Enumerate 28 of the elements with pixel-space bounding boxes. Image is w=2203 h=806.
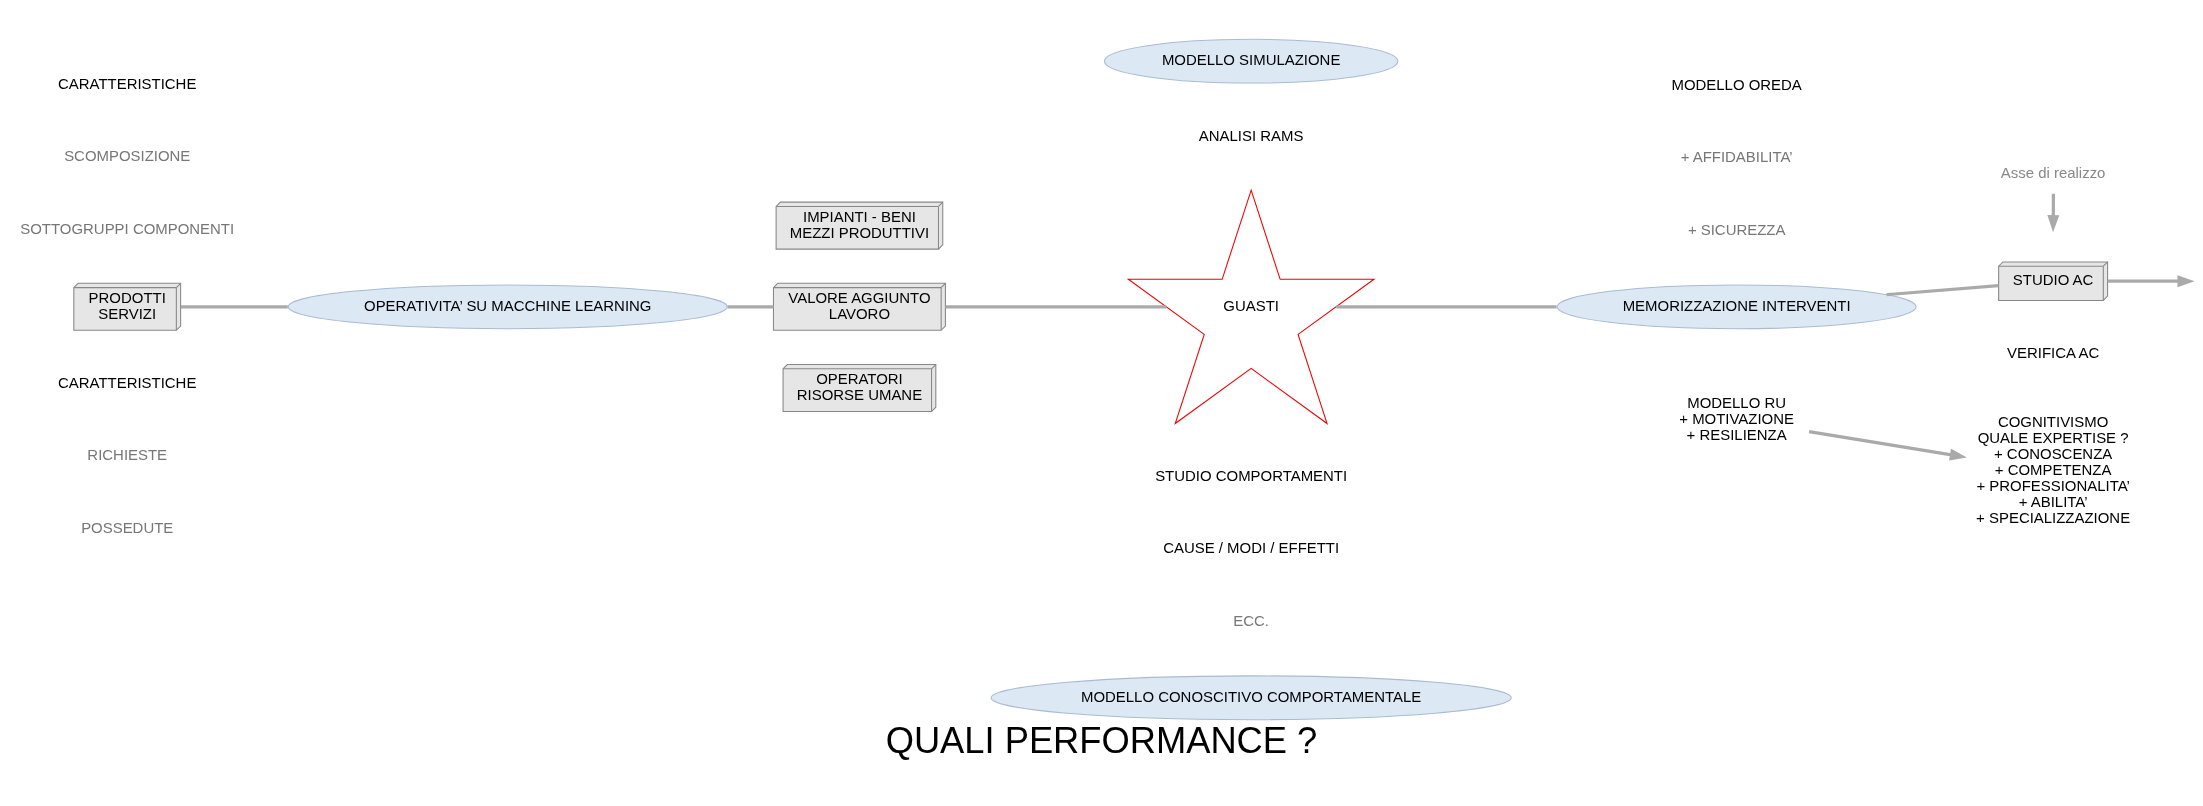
- connector: [727, 304, 774, 308]
- label: CARATTERISTICHE: [58, 74, 197, 92]
- node-text: MODELLO RU + MOTIVAZIONE + RESILIENZA: [1679, 393, 1794, 443]
- connector: [945, 304, 1167, 308]
- diagram-title: QUALI PERFORMANCE ?: [885, 719, 1318, 761]
- label: CARATTERISTICHE: [58, 373, 197, 391]
- label: POSSEDUTE: [81, 518, 174, 536]
- label: + SICUREZZA: [1687, 220, 1786, 238]
- connector: [1336, 304, 1557, 308]
- label: VERIFICA AC: [2007, 343, 2100, 361]
- node-ellipse: MODELLO CONOSCITIVO COMPORTAMENTALE: [990, 674, 1512, 720]
- label: SCOMPOSIZIONE: [64, 146, 191, 164]
- label: CAUSE / MODI / EFFETTI: [1163, 538, 1340, 556]
- label: RICHIESTE: [87, 445, 168, 463]
- label: ECC.: [1233, 611, 1270, 629]
- node-text: COGNITIVISMO QUALE EXPERTISE ? + CONOSCENZA + COMPETENZA + PROFESSIONALITA’ + ABILITA’ + SPECIALIZZAZIONE: [1976, 412, 2131, 526]
- label: ANALISI RAMS: [1198, 126, 1304, 144]
- connector: [180, 304, 288, 308]
- node-text: Asse di realizzo: [2000, 163, 2106, 181]
- node-ellipse: OPERATIVITA’ SU MACCHINE LEARNING: [287, 283, 728, 329]
- label: + AFFIDABILITA’: [1680, 147, 1793, 165]
- node-ellipse: MEMORIZZAZIONE INTERVENTI: [1556, 283, 1917, 329]
- label: SOTTOGRUPPI COMPONENTI: [20, 219, 235, 237]
- connector: [1886, 283, 1999, 296]
- label: MODELLO OREDA: [1671, 75, 1802, 93]
- label: STUDIO COMPORTAMENTI: [1155, 466, 1348, 484]
- node-ellipse: MODELLO SIMULAZIONE: [1103, 38, 1399, 84]
- arrow: [1808, 429, 1967, 461]
